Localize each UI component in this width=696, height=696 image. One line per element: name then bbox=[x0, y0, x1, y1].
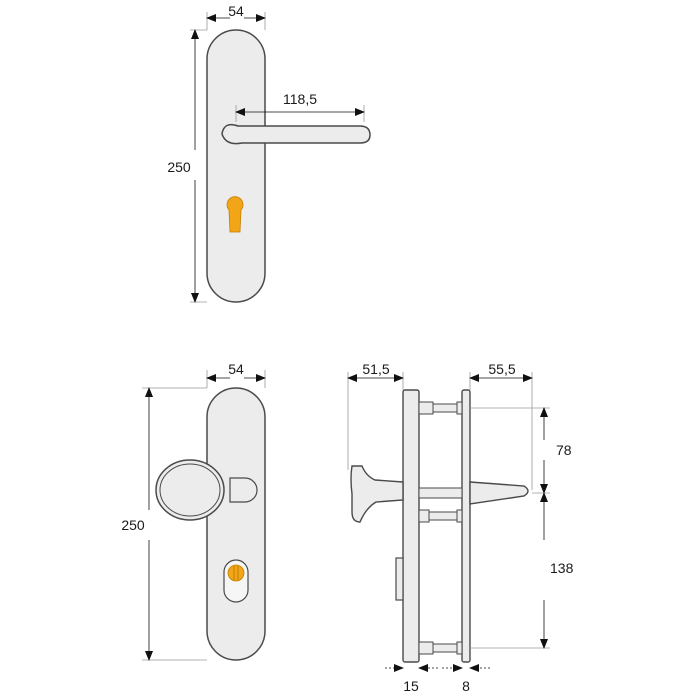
knob-backplate bbox=[206, 387, 266, 661]
outer-plate bbox=[402, 389, 420, 663]
lever-projection-label: 55,5 bbox=[488, 361, 515, 377]
lower-spacing-label: 138 bbox=[550, 560, 574, 576]
lever-width-label: 54 bbox=[228, 3, 244, 19]
side-view: 51,5 55,5 78 138 15 8 bbox=[347, 361, 574, 694]
cylinder-cutout bbox=[227, 564, 245, 582]
lever-side bbox=[469, 481, 529, 505]
knob-front-view: 54 250 bbox=[121, 361, 266, 661]
knob-height-label: 250 bbox=[121, 517, 145, 533]
knob-width-label: 54 bbox=[228, 361, 244, 377]
lever-length-label: 118,5 bbox=[283, 91, 317, 107]
inner-thickness-label: 8 bbox=[462, 678, 470, 694]
knob bbox=[155, 459, 225, 521]
outer-thickness-label: 15 bbox=[403, 678, 419, 694]
keyhole-cutout bbox=[226, 196, 244, 233]
inner-plate bbox=[461, 389, 471, 663]
lever-backplate bbox=[206, 29, 266, 303]
knob-projection-label: 51,5 bbox=[362, 361, 389, 377]
lever-handle bbox=[221, 123, 371, 145]
knob-stem bbox=[229, 477, 258, 503]
knob-side bbox=[350, 465, 404, 523]
through-bolt bbox=[418, 401, 463, 655]
lever-front-view: 54 250 118,5 bbox=[167, 3, 371, 303]
upper-spacing-label: 78 bbox=[556, 442, 572, 458]
lever-height-label: 250 bbox=[167, 159, 191, 175]
